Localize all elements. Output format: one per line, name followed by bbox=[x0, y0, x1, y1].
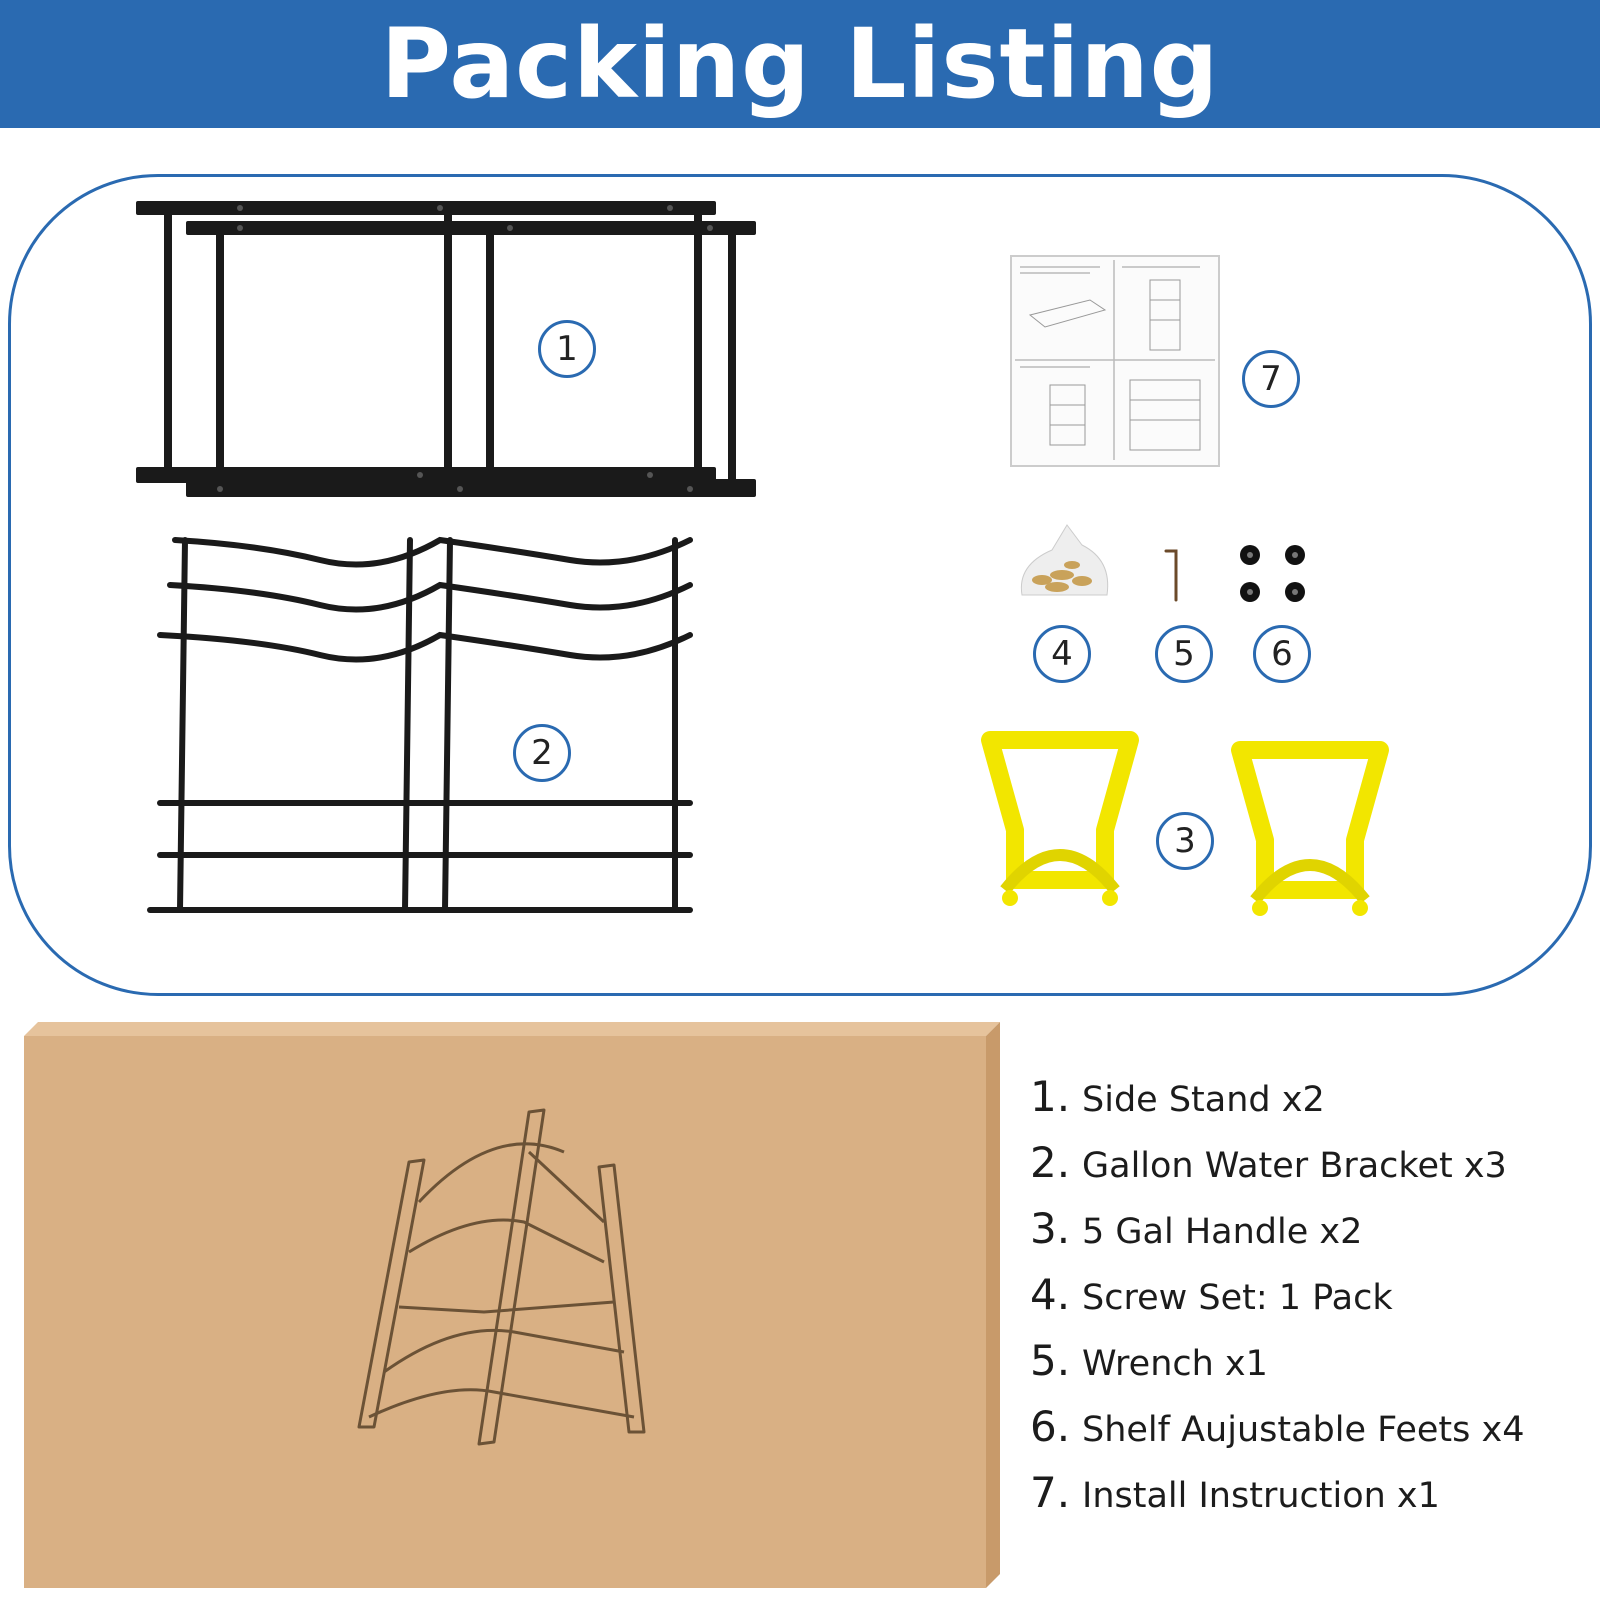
badge-7: 7 bbox=[1242, 350, 1300, 408]
list-item: 1. Side Stand x2 bbox=[1030, 1072, 1590, 1138]
legend-number: 3. bbox=[1030, 1204, 1071, 1253]
badge-2: 2 bbox=[513, 724, 571, 782]
legend-text: Gallon Water Bracket x3 bbox=[1082, 1146, 1507, 1186]
shipping-box bbox=[24, 1022, 1000, 1588]
list-item: 4. Screw Set: 1 Pack bbox=[1030, 1270, 1590, 1336]
adjustable-feet-icon bbox=[1240, 545, 1305, 602]
legend-text: Shelf Aujustable Feets x4 bbox=[1082, 1410, 1525, 1450]
list-item: 5. Wrench x1 bbox=[1030, 1336, 1590, 1402]
instruction-sheet-icon bbox=[1010, 255, 1220, 467]
legend-text: Install Instruction x1 bbox=[1082, 1476, 1440, 1516]
wavy-wire-bracket-icon bbox=[147, 536, 693, 913]
legend-number: 2. bbox=[1030, 1138, 1071, 1187]
legend-text: Wrench x1 bbox=[1082, 1344, 1268, 1384]
header-banner: Packing Listing bbox=[0, 0, 1600, 128]
legend-text: 5 Gal Handle x2 bbox=[1082, 1212, 1363, 1252]
parts-legend: 1. Side Stand x2 2. Gallon Water Bracket x… bbox=[1030, 1072, 1590, 1534]
badge-5: 5 bbox=[1155, 625, 1213, 683]
legend-number: 7. bbox=[1030, 1468, 1071, 1517]
legend-number: 4. bbox=[1030, 1270, 1071, 1319]
side-stand-frame-icon bbox=[136, 201, 756, 497]
list-item: 3. 5 Gal Handle x2 bbox=[1030, 1204, 1590, 1270]
allen-wrench-icon bbox=[1164, 549, 1178, 602]
parts-panel bbox=[8, 174, 1592, 996]
yellow-carry-handle-icon bbox=[981, 731, 1139, 906]
page-title: Packing Listing bbox=[380, 8, 1220, 120]
badge-4: 4 bbox=[1033, 625, 1091, 683]
shipping-box-icon bbox=[24, 1022, 1000, 1588]
yellow-carry-handle-icon bbox=[1231, 741, 1389, 916]
badge-1: 1 bbox=[538, 320, 596, 378]
badge-3: 3 bbox=[1156, 812, 1214, 870]
legend-number: 1. bbox=[1030, 1072, 1071, 1121]
legend-text: Screw Set: 1 Pack bbox=[1082, 1278, 1393, 1318]
list-item: 7. Install Instruction x1 bbox=[1030, 1468, 1590, 1534]
legend-number: 6. bbox=[1030, 1402, 1071, 1451]
screw-bag-icon bbox=[1020, 524, 1109, 596]
list-item: 6. Shelf Aujustable Feets x4 bbox=[1030, 1402, 1590, 1468]
badge-6: 6 bbox=[1253, 625, 1311, 683]
list-item: 2. Gallon Water Bracket x3 bbox=[1030, 1138, 1590, 1204]
legend-number: 5. bbox=[1030, 1336, 1071, 1385]
legend-text: Side Stand x2 bbox=[1082, 1080, 1325, 1120]
